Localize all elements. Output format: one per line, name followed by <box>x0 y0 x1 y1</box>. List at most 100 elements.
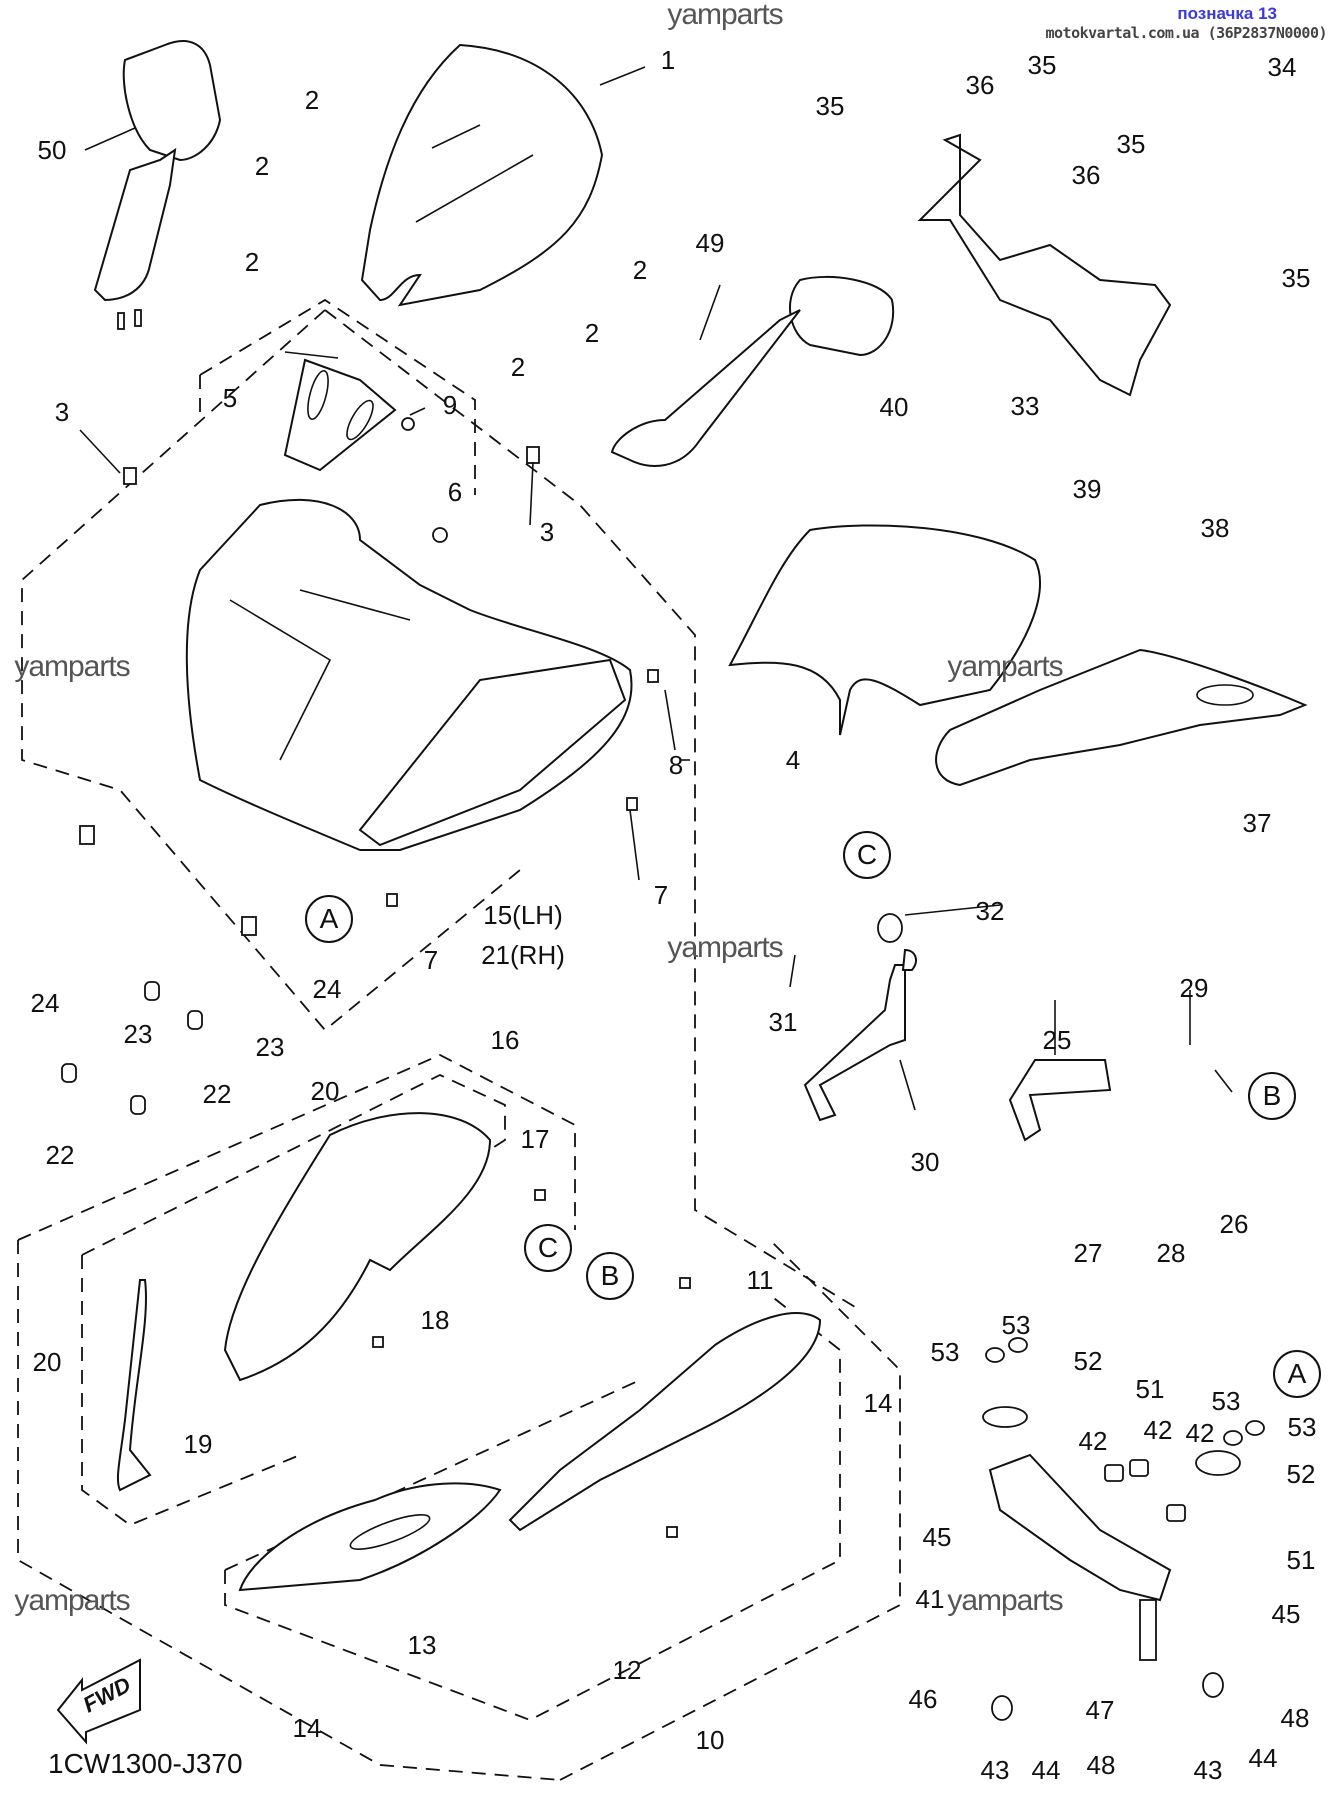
callout: 13 <box>407 1630 437 1660</box>
callout: 38 <box>1200 513 1230 543</box>
callout: 46 <box>908 1684 938 1714</box>
callout: 42 <box>1185 1418 1215 1448</box>
mirror-right-part-49 <box>610 275 895 467</box>
callout: 5 <box>222 383 238 413</box>
side-panel-part-13 <box>238 1482 502 1592</box>
callout: 14 <box>292 1713 322 1743</box>
callout: 17 <box>520 1124 550 1154</box>
callout: 7 <box>653 880 669 910</box>
callout: 7 <box>423 945 439 975</box>
panel-part-5 <box>283 358 397 472</box>
diagram-label: позначка 13 <box>1177 4 1277 23</box>
reference-circle-c: C <box>843 831 891 879</box>
callout: 2 <box>244 247 260 277</box>
bracket-part-30 <box>803 948 917 1122</box>
callout: 2 <box>510 352 526 382</box>
callout: 8 <box>668 750 684 780</box>
watermark: yamparts <box>14 650 130 683</box>
callout: 20 <box>310 1076 340 1106</box>
callout: 26 <box>1219 1209 1249 1239</box>
callout: 41 <box>915 1584 945 1614</box>
callout: 40 <box>879 392 909 422</box>
callout: 23 <box>255 1032 285 1062</box>
callout: 33 <box>1010 391 1040 421</box>
callout: 49 <box>695 228 725 258</box>
callout: 2 <box>632 255 648 285</box>
leader-lines <box>79 66 1233 1111</box>
reference-circle-b: B <box>586 1252 634 1300</box>
callout: 45 <box>1271 1599 1301 1629</box>
callout: 51 <box>1286 1545 1316 1575</box>
callout: 37 <box>1242 808 1272 838</box>
stay-part-41 <box>988 1453 1172 1661</box>
cover-part-37 <box>935 648 1308 787</box>
dampers-42-43-52-53 <box>982 1337 1265 1721</box>
callout: 35 <box>815 91 845 121</box>
side-cover-part-10 <box>508 1312 822 1532</box>
callout: 42 <box>1078 1426 1108 1456</box>
callout: 10 <box>695 1725 725 1755</box>
callout: 42 <box>1143 1415 1173 1445</box>
callout: 39 <box>1072 474 1102 504</box>
callout: 15(LH) <box>483 900 563 930</box>
callout: 52 <box>1073 1346 1103 1376</box>
watermark: yamparts <box>667 0 783 31</box>
callout: 19 <box>183 1429 213 1459</box>
callout: 20 <box>32 1347 62 1377</box>
callout: 43 <box>1193 1755 1223 1785</box>
callout: 24 <box>312 974 342 1004</box>
callout: 53 <box>1211 1386 1241 1416</box>
callout: 29 <box>1179 973 1209 1003</box>
callout: 43 <box>980 1755 1010 1785</box>
callout: 35 <box>1281 263 1311 293</box>
callout: 11 <box>746 1265 774 1295</box>
callout: 52 <box>1286 1459 1316 1489</box>
callout: 12 <box>612 1655 642 1685</box>
windshield-part-1 <box>360 43 604 307</box>
callout: 51 <box>1135 1374 1165 1404</box>
fwd-arrow-icon <box>56 1658 141 1745</box>
watermark: yamparts <box>667 931 783 964</box>
mirror-left-part-50 <box>93 40 222 330</box>
bracket-part-25 <box>1008 1059 1112 1142</box>
callout: 27 <box>1073 1238 1103 1268</box>
callout: 30 <box>910 1147 940 1177</box>
callout: 28 <box>1156 1238 1186 1268</box>
inner-panel-part-16 <box>223 1112 492 1382</box>
callout: 4 <box>785 745 801 775</box>
callout: 53 <box>1001 1310 1031 1340</box>
callout: 2 <box>254 151 270 181</box>
callout: 53 <box>930 1337 960 1367</box>
diagram-code: 1CW1300-J370 <box>48 1748 243 1779</box>
callout: 6 <box>447 477 463 507</box>
callout: 16 <box>490 1025 520 1055</box>
callout: 44 <box>1031 1755 1061 1785</box>
damper-part-32 <box>877 913 903 943</box>
callout: 53 <box>1287 1412 1317 1442</box>
source-label: motokvartal.com.ua (36P2837N0000) <box>1045 24 1327 42</box>
callout: 50 <box>37 135 67 165</box>
assembly-outline-4 <box>21 298 861 1311</box>
callout: 31 <box>768 1007 798 1037</box>
callout: 2 <box>584 318 600 348</box>
watermark: yamparts <box>947 1584 1063 1617</box>
callout: 2 <box>304 85 320 115</box>
callout: 34 <box>1267 52 1297 82</box>
callout: 47 <box>1085 1695 1115 1725</box>
panel-part-19 <box>116 1279 152 1492</box>
callout: 22 <box>202 1079 232 1109</box>
callout: 48 <box>1280 1703 1310 1733</box>
cover-part-39 <box>728 524 1041 736</box>
callout: 14 <box>863 1388 893 1418</box>
callout: 25 <box>1042 1025 1072 1055</box>
callout: 35 <box>1116 129 1146 159</box>
callout: 36 <box>965 70 995 100</box>
watermark: yamparts <box>947 650 1063 683</box>
reference-circle-a: A <box>305 895 353 943</box>
callout: 32 <box>975 896 1005 926</box>
callout: 48 <box>1086 1750 1116 1780</box>
small-hardware <box>61 417 691 1538</box>
callout: 3 <box>54 397 70 427</box>
